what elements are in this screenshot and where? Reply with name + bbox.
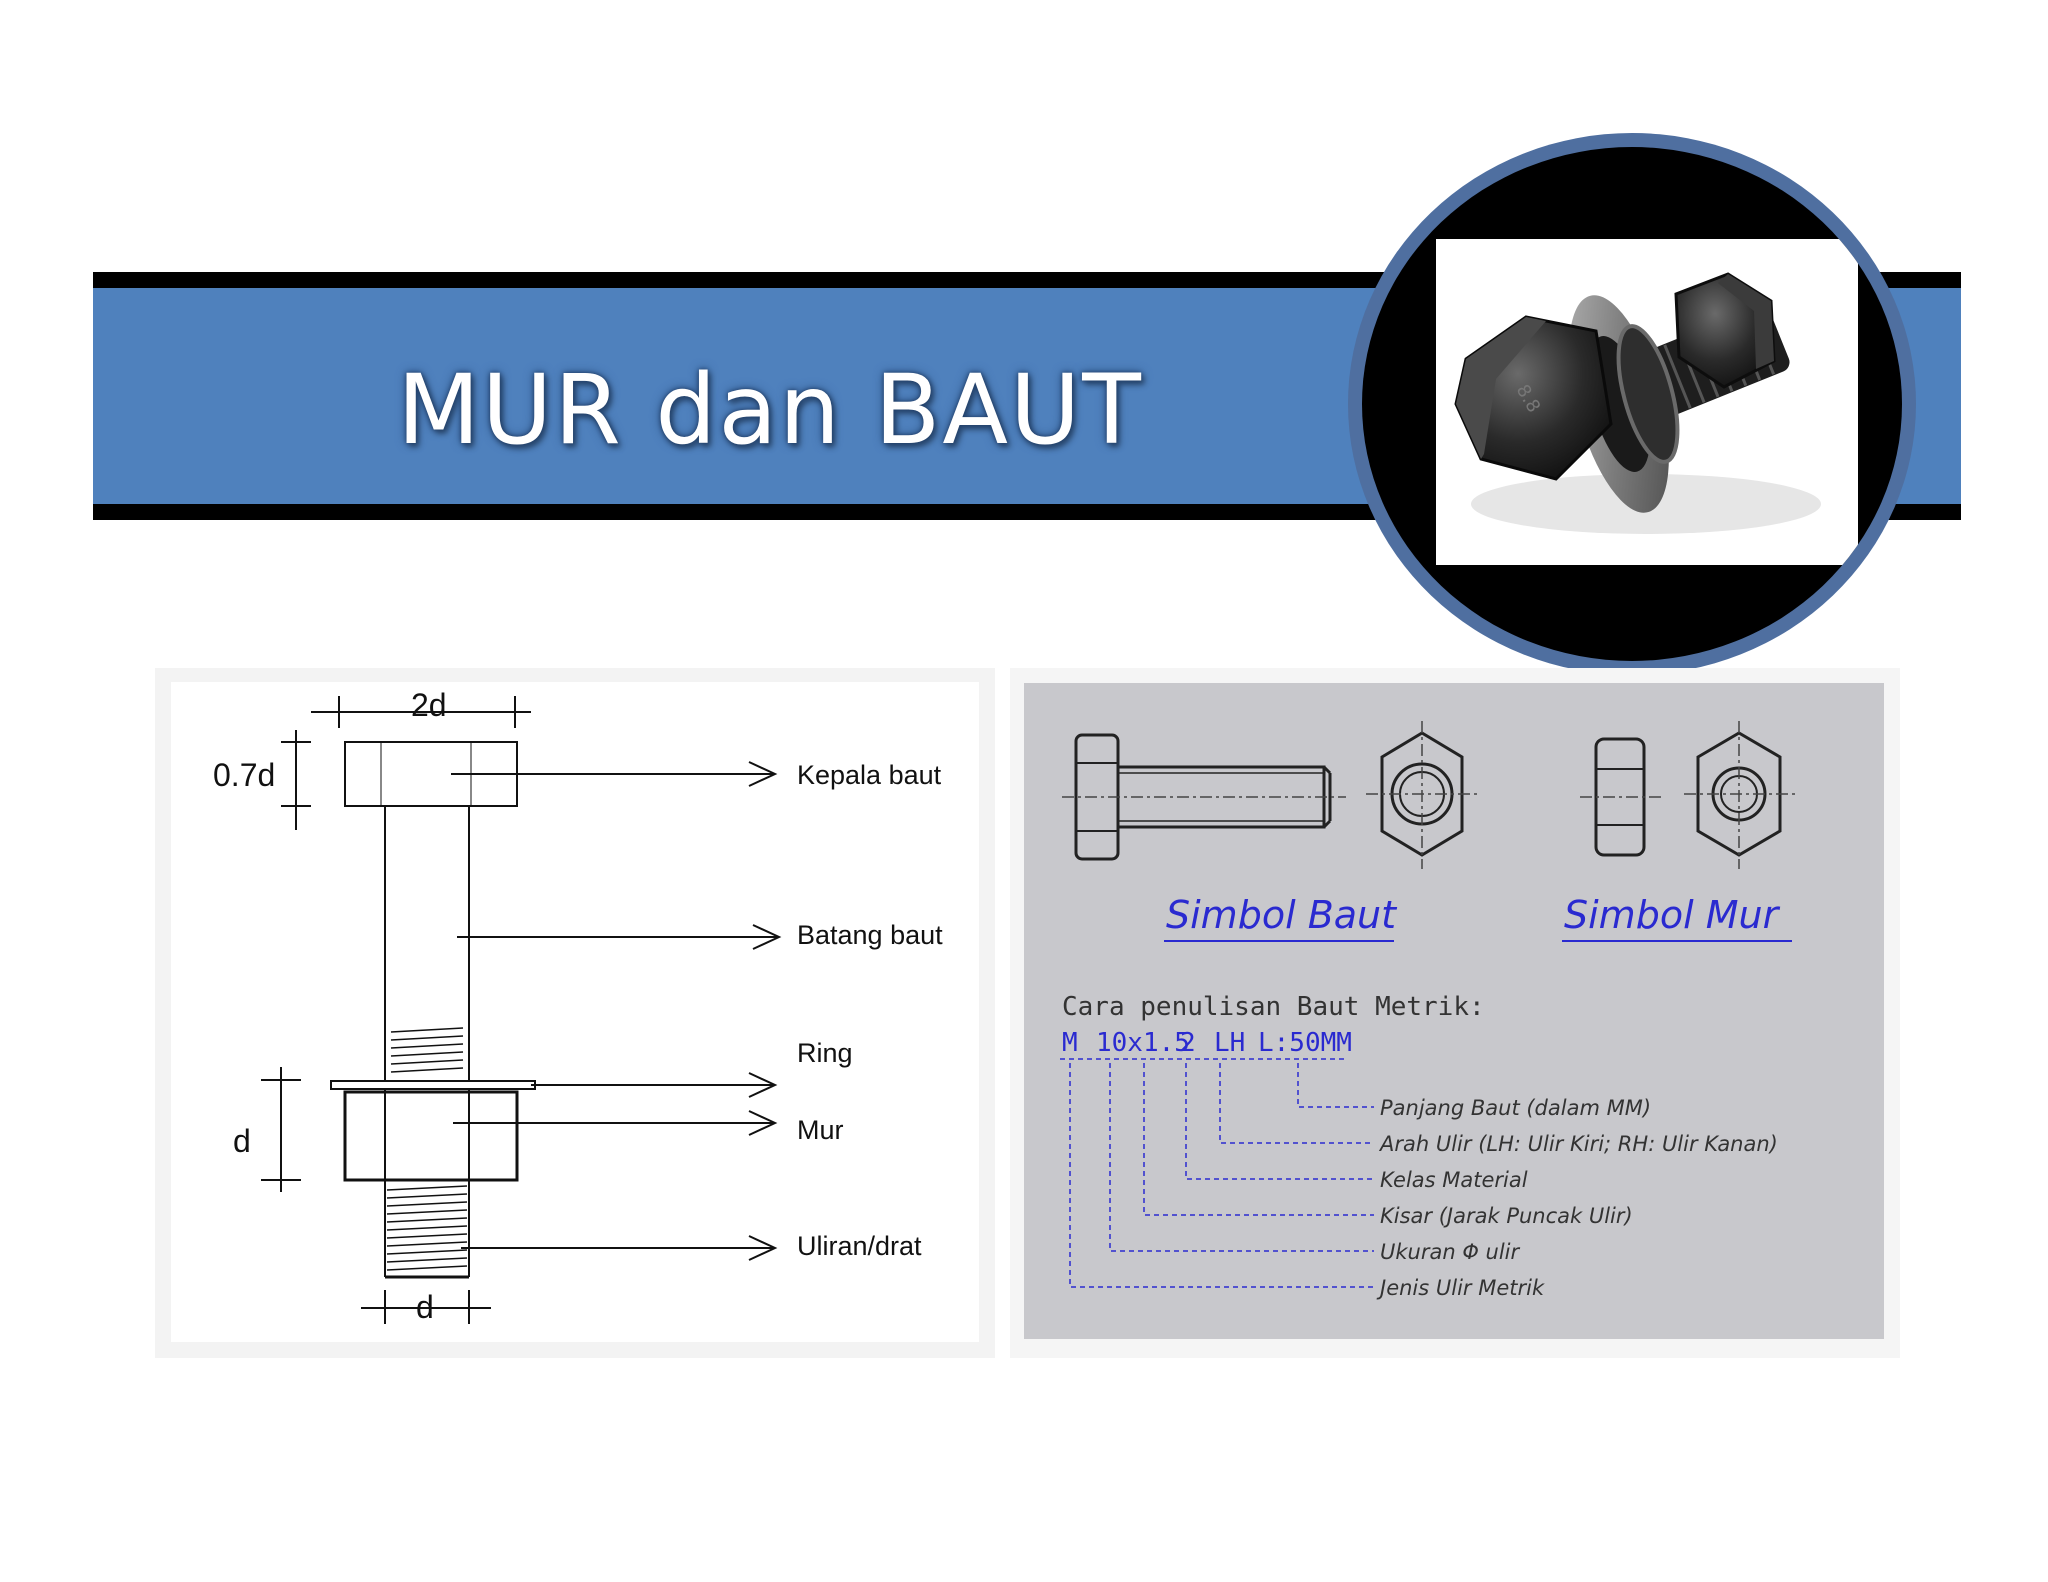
dim-0-7d: 0.7d (213, 757, 275, 793)
metric-notation-diagram: Simbol Baut Simbol Mur Cara penulisan Ba… (1024, 683, 1884, 1339)
legend-ukuran-ulir: Ukuran Φ ulir (1380, 1240, 1521, 1264)
legend-jenis-ulir: Jenis Ulir Metrik (1376, 1276, 1545, 1300)
medallion-inner: 8.8 (1362, 147, 1902, 661)
dim-bottom-d: d (416, 1289, 434, 1325)
code-grade: 2 (1180, 1028, 1196, 1058)
code-m: M (1062, 1028, 1078, 1058)
legend-panjang-baut: Panjang Baut (dalam MM) (1380, 1096, 1651, 1120)
legend-arah-ulir: Arah Ulir (LH: Ulir Kiri; RH: Ulir Kanan… (1378, 1132, 1778, 1156)
label-mur: Mur (797, 1115, 844, 1145)
label-ring: Ring (797, 1038, 853, 1068)
bolt-dimension-drawing: 2d 0.7d d d Kepala baut Batang baut Ring… (213, 687, 943, 1325)
code-size: 10x1.5 (1096, 1028, 1190, 1058)
page-title: MUR dan BAUT (397, 354, 1143, 466)
label-batang-baut: Batang baut (797, 920, 943, 950)
code-length: L:50MM (1258, 1028, 1352, 1058)
code-direction: LH (1214, 1028, 1245, 1058)
metric-notation-drawing: Simbol Baut Simbol Mur Cara penulisan Ba… (1060, 721, 1796, 1300)
dim-nut-d: d (233, 1123, 251, 1159)
bolt-dimension-diagram: 2d 0.7d d d Kepala baut Batang baut Ring… (171, 682, 979, 1342)
label-kepala-baut: Kepala baut (797, 760, 942, 790)
metric-notation-panel: Simbol Baut Simbol Mur Cara penulisan Ba… (1010, 668, 1900, 1358)
dim-2d: 2d (411, 687, 447, 723)
legend-kelas-material: Kelas Material (1380, 1168, 1528, 1192)
bolt-photo-medallion: 8.8 (1348, 133, 1916, 675)
bolt-dimension-panel: 2d 0.7d d d Kepala baut Batang baut Ring… (155, 668, 995, 1358)
legend-kisar: Kisar (Jarak Puncak Ulir) (1380, 1204, 1633, 1228)
label-uliran-drat: Uliran/drat (797, 1231, 922, 1261)
caption-simbol-mur: Simbol Mur (1564, 893, 1781, 937)
notation-heading: Cara penulisan Baut Metrik: (1062, 992, 1485, 1022)
caption-simbol-baut: Simbol Baut (1166, 893, 1398, 937)
bolt-photo-illustration: 8.8 (1454, 272, 1821, 534)
bolt-photo: 8.8 (1436, 239, 1858, 565)
